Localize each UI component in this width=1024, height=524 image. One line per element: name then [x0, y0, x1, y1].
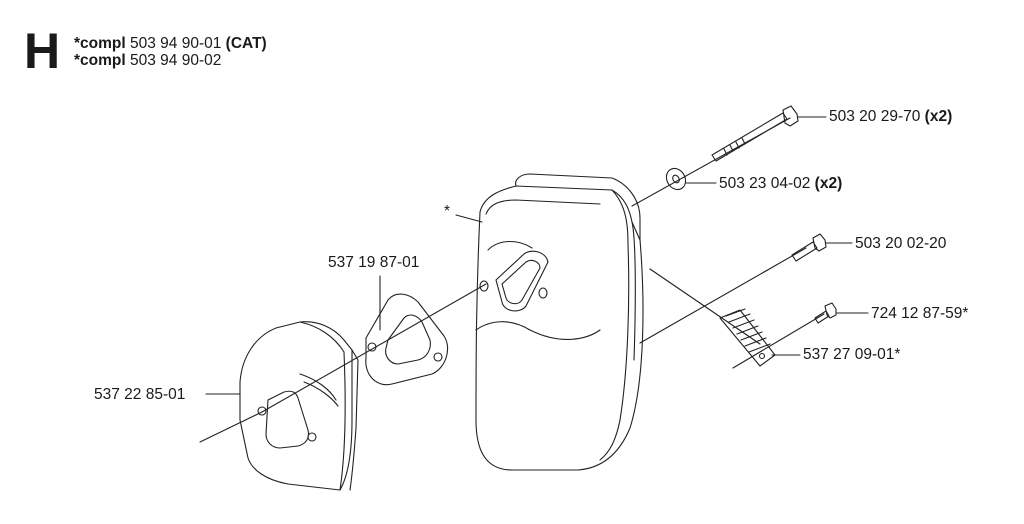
part-label-washer: 503 23 04-02 (x2) [719, 175, 842, 193]
part-label-heat-shield: 537 22 85-01 [94, 386, 185, 404]
part-number: 503 20 02-20 [855, 235, 947, 252]
section-letter: H [24, 23, 61, 79]
assembly-marker-label: * [444, 203, 451, 220]
gasket-part [365, 293, 449, 386]
part-label-small-screw: 724 12 87-59* [871, 305, 968, 323]
compl-prefix: *compl [74, 52, 126, 69]
part-quantity: (x2) [814, 175, 843, 192]
part-quantity: (x2) [924, 108, 953, 125]
part-number: 503 23 04-02 [719, 175, 811, 192]
part-label-spark-arrestor: 537 27 09-01* [803, 346, 900, 364]
compl-suffix: (CAT) [225, 35, 267, 52]
short-screw-part [791, 233, 827, 262]
part-number: 537 22 85-01 [94, 386, 186, 403]
complete-assembly-line-1: *compl 503 94 90-01 (CAT) [74, 35, 267, 52]
small-screw-part [814, 302, 837, 324]
muffler-body-part [475, 173, 644, 471]
part-label-gasket: 537 19 87-01 [328, 254, 419, 272]
heat-shield-part [239, 321, 359, 491]
washer-part [665, 167, 687, 191]
spark-arrestor-part [719, 308, 776, 367]
part-label-long-screw: 503 20 29-70 (x2) [829, 108, 952, 126]
long-screw-part [711, 105, 799, 162]
compl-number: 503 94 90-01 [130, 35, 222, 52]
part-number: 724 12 87-59* [871, 305, 969, 322]
part-number: 503 20 29-70 [829, 108, 921, 125]
part-number: 537 27 09-01* [803, 346, 901, 363]
part-number: 537 19 87-01 [328, 254, 420, 271]
part-label-short-screw: 503 20 02-20 [855, 235, 946, 253]
leader-lines [205, 116, 869, 395]
complete-assembly-line-2: *compl 503 94 90-02 [74, 52, 221, 69]
assembly-axis-lines [199, 117, 825, 443]
compl-prefix: *compl [74, 35, 126, 52]
compl-number: 503 94 90-02 [130, 52, 222, 69]
